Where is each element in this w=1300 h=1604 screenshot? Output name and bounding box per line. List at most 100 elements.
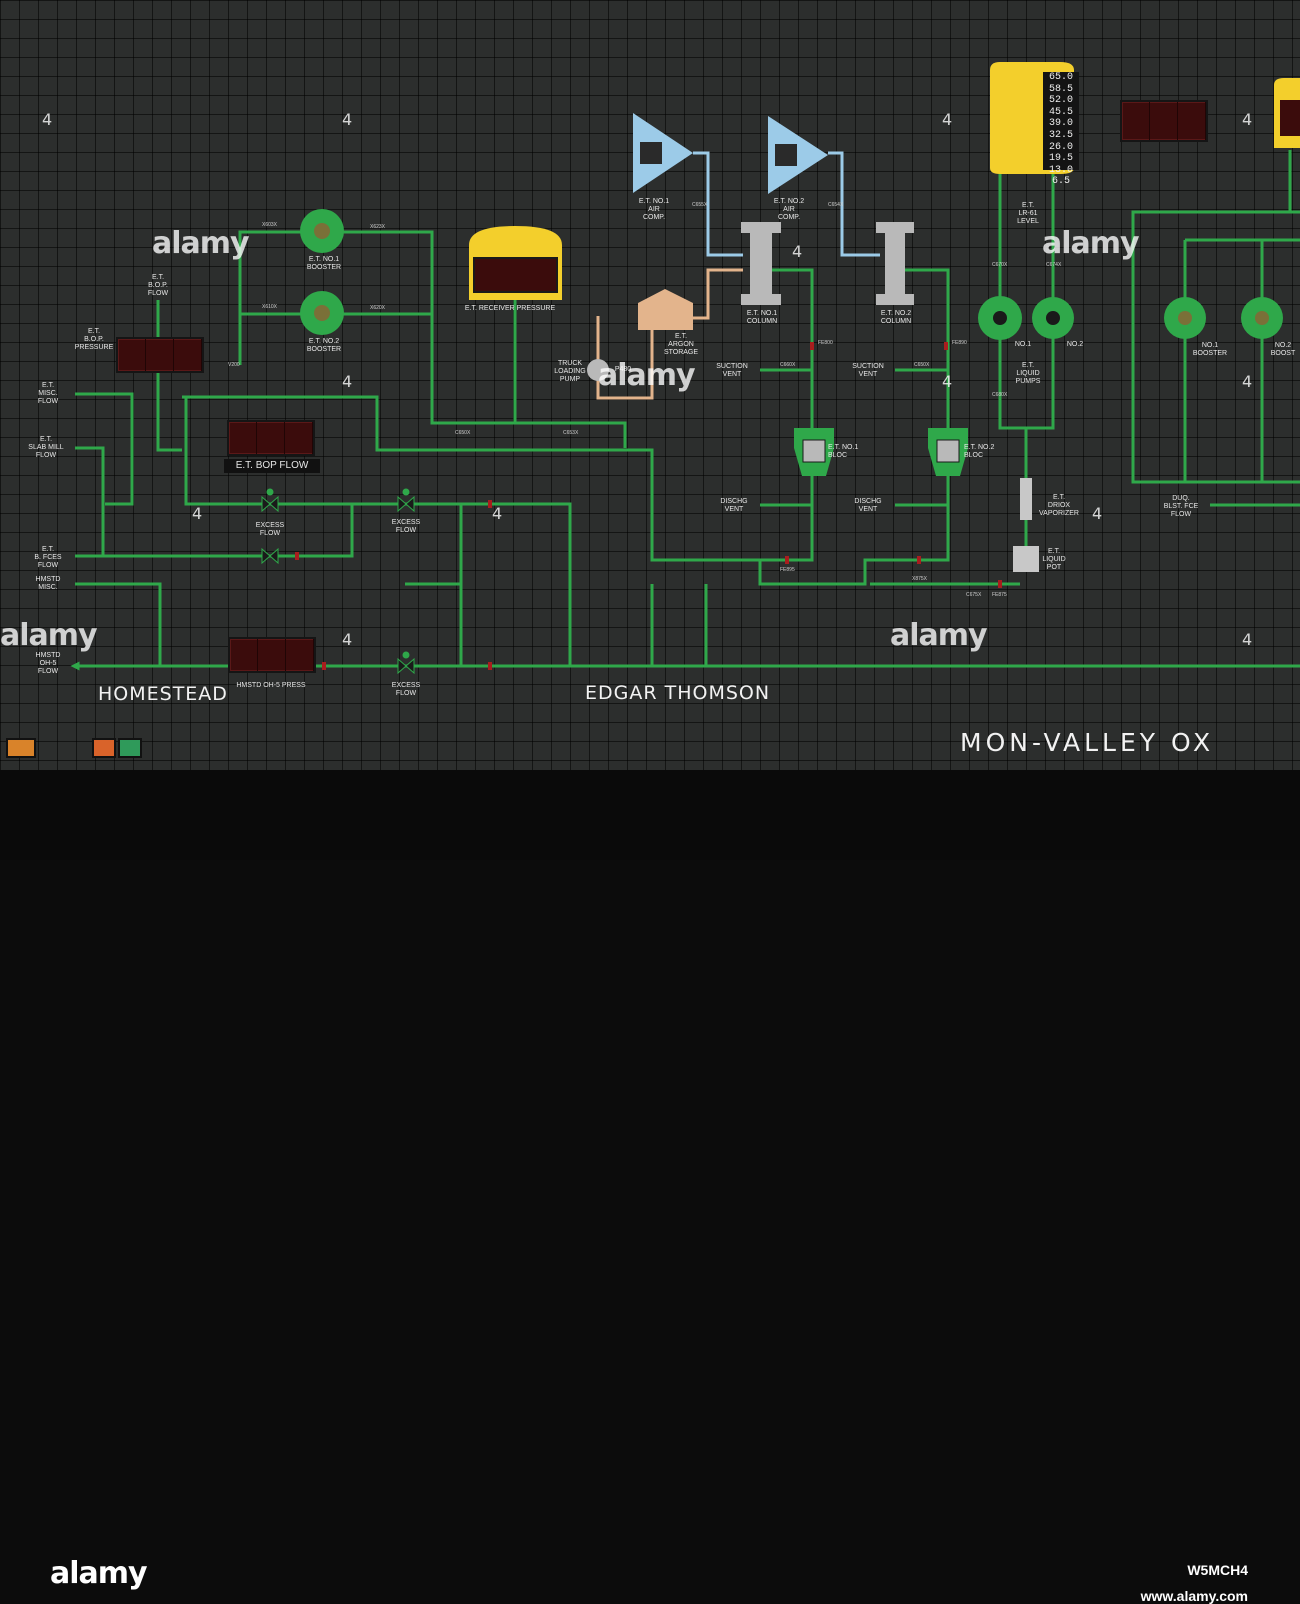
scale-mark: 65.0 — [1048, 72, 1073, 83]
scale-mark: 13.0 — [1048, 164, 1073, 176]
watermark: alamy — [0, 618, 98, 653]
tag: X603X — [262, 222, 278, 228]
valve-top — [402, 651, 410, 659]
excess-flow-label: EXCESS FLOW — [391, 519, 421, 534]
pump-code-label: P480 — [614, 366, 632, 373]
booster-2 — [300, 291, 344, 335]
excess-flow-label: EXCESS FLOW — [255, 522, 285, 537]
right-booster-2-label: NO.2 BOOST — [1270, 342, 1296, 357]
receiver-tank — [469, 226, 562, 300]
hmstd-press-label: HMSTD OH-5 PRESS — [236, 682, 306, 689]
watermark: alamy — [1042, 226, 1140, 261]
column-1-label: E.T. NO.1 COLUMN — [746, 310, 778, 325]
watermark: alamy — [598, 358, 696, 393]
liquid-pot-label: E.T. LIQUID POT — [1042, 548, 1066, 571]
tag: FE895 — [780, 567, 795, 573]
liquid-pump-1 — [978, 296, 1022, 340]
red-marker — [295, 552, 299, 560]
bop-flow-label: E.T. B.O.P. FLOW — [147, 274, 169, 297]
tag: C653X — [563, 430, 579, 436]
red-marker — [998, 580, 1002, 588]
homestead-title: HOMESTEAD — [98, 683, 228, 705]
booster-1-label: E.T. NO.1 BOOSTER — [306, 256, 342, 271]
hmstd-oh5-flow-label: HMSTD OH-5 FLOW — [35, 652, 61, 675]
red-marker — [944, 342, 948, 350]
valve-top — [266, 488, 274, 496]
truck-loading-pump — [587, 359, 609, 381]
tag: X620X — [370, 305, 386, 311]
watermark-digit: 4 — [192, 504, 203, 523]
tag: C650X — [455, 430, 471, 436]
argon-storage-tank — [638, 289, 693, 330]
bfces-line — [75, 504, 354, 558]
red-indicators — [295, 342, 1002, 670]
red-marker — [322, 662, 326, 670]
bop-pressure-label: E.T. B.O.P. PRESSURE — [74, 328, 114, 351]
red-marker — [810, 342, 814, 350]
driox-vaporizer — [1020, 478, 1032, 520]
tag: X623X — [370, 224, 386, 230]
booster-loop — [238, 230, 627, 448]
watermark-digit: 4 — [792, 242, 803, 261]
bloc-1-label: E.T. NO.1 BLOC — [828, 444, 859, 459]
scale-mark: 39.0 — [1048, 118, 1073, 130]
misc-flow-line — [75, 392, 134, 556]
watermark-digit: 4 — [942, 110, 953, 129]
bloc-1 — [794, 428, 834, 476]
bop-flow-display — [227, 420, 315, 456]
valve — [261, 547, 279, 565]
air-comp-1-label: E.T. NO.1 AIR COMP. — [638, 198, 670, 221]
vaporizer-label: E.T. DRIOX VAPORIZER — [1039, 494, 1079, 517]
valves — [261, 488, 415, 675]
watermark-digit: 4 — [1242, 110, 1253, 129]
tag: C654X — [828, 202, 844, 208]
valve — [397, 657, 415, 675]
hmstd-misc-label: HMSTD MISC. — [35, 576, 61, 591]
pump-no1-label: NO.1 — [1014, 341, 1032, 348]
watermark: alamy — [890, 618, 988, 653]
bop-pressure-display — [116, 337, 204, 373]
image-id: W5MCH4 — [1187, 1562, 1248, 1578]
tag: FE800 — [818, 340, 833, 346]
site-url: www.alamy.com — [1140, 1588, 1248, 1604]
tag: FE875 — [992, 592, 1007, 598]
watermark-digit: 4 — [1092, 504, 1103, 523]
tag: X875X — [912, 576, 928, 582]
scale-mark: 6.5 — [1051, 176, 1070, 188]
red-marker — [917, 556, 921, 564]
lr61-level-scale: 65.0 58.5 52.0 45.5 39.0 32.5 26.0 19.5 … — [1043, 72, 1079, 187]
liquid-pump-2 — [1032, 297, 1074, 339]
scale-mark: 58.5 — [1048, 83, 1073, 95]
column-1 — [741, 222, 781, 305]
liquid-pumps-label: E.T. LIQUID PUMPS — [1015, 362, 1041, 385]
lr-level-line — [998, 170, 1055, 300]
excess-flow-label: EXCESS FLOW — [391, 682, 421, 697]
watermark: alamy — [152, 226, 250, 261]
dischg-vent-label: DISCHG VENT — [854, 498, 882, 513]
receiver-label: E.T. RECEIVER PRESSURE — [464, 305, 556, 312]
bloc-2-label: E.T. NO.2 BLOC — [964, 444, 995, 459]
watermark-digit: 4 — [342, 630, 353, 649]
tag: FE890 — [952, 340, 967, 346]
tag: C674X — [1046, 262, 1062, 268]
liquid-pumps-line — [998, 336, 1055, 548]
bop-flow-label-box: E.T. BOP FLOW — [224, 459, 320, 473]
tag: C670X — [992, 262, 1008, 268]
air-comp1-line — [693, 151, 743, 257]
red-marker — [785, 556, 789, 564]
argon-storage-label: E.T. ARGON STORAGE — [663, 333, 699, 356]
lr-level-label: E.T. LR-61 LEVEL — [1017, 202, 1039, 225]
air-compressor-1 — [633, 113, 693, 193]
blast-furnace-label: DUQ. BLST. FCE FLOW — [1163, 495, 1199, 518]
status-lamp-orange — [92, 738, 116, 758]
argon-line — [596, 268, 743, 400]
status-lamp-orange — [6, 738, 36, 758]
tag: C660X — [780, 362, 796, 368]
hmstd-line — [75, 582, 162, 666]
tag: V200 — [228, 362, 240, 368]
column-2-label: E.T. NO.2 COLUMN — [880, 310, 912, 325]
scale-mark: 45.5 — [1048, 106, 1073, 118]
scale-mark: 52.0 — [1048, 95, 1073, 107]
right-yellow-tank — [1274, 78, 1300, 148]
watermark-digit: 4 — [342, 372, 353, 391]
